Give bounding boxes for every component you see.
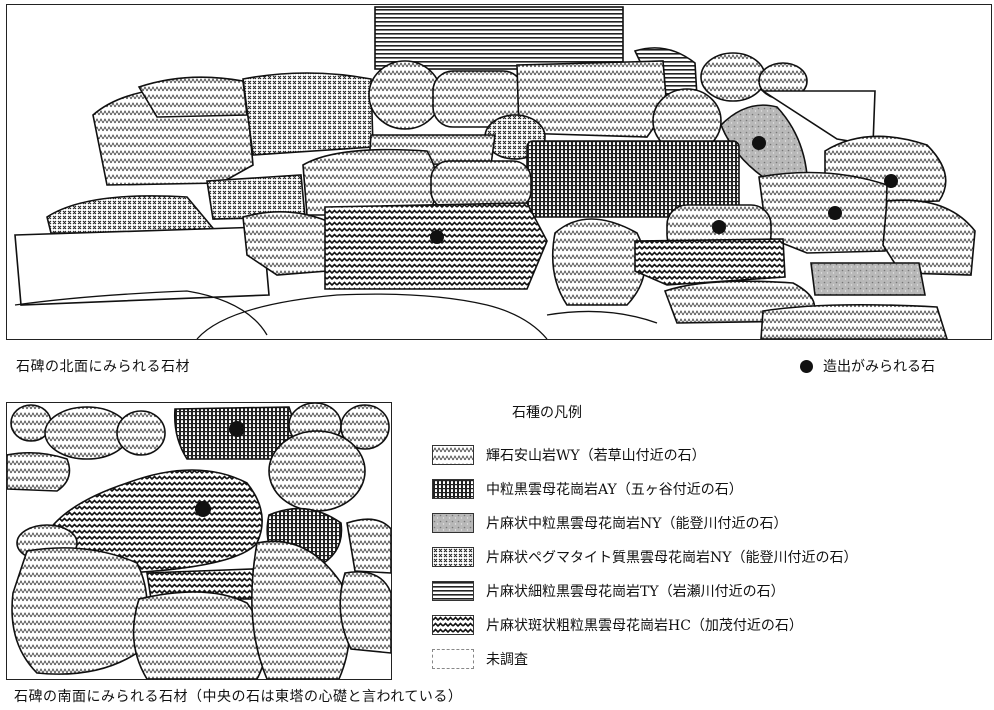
- carved-stone-label: 造出がみられる石: [823, 359, 935, 375]
- legend-label: 片麻状中粒黒雲母花崗岩NY（能登川付近の石）: [486, 516, 788, 532]
- pegmatite-swatch: [432, 547, 474, 567]
- legend-label: 中粒黒雲母花崗岩AY（五ヶ谷付近の石）: [486, 482, 743, 498]
- granite-ay-swatch: [432, 479, 474, 499]
- carved-marker: [229, 421, 245, 437]
- granite-hc-swatch: [432, 615, 474, 635]
- legend-label: 輝石安山岩WY（若草山付近の石）: [486, 448, 706, 464]
- north-face-caption: 石碑の北面にみられる石材: [16, 359, 190, 375]
- stone: [633, 47, 698, 98]
- carved-marker-icon: [800, 359, 813, 373]
- granite-ty-swatch: [432, 581, 474, 601]
- stone: [700, 52, 766, 102]
- legend-item-gneissic-medium-ny: 片麻状中粒黒雲母花崗岩NY（能登川付近の石）: [432, 506, 858, 540]
- andesite-swatch: [432, 445, 474, 465]
- stone: [116, 410, 166, 456]
- granite-ny-swatch: [432, 513, 474, 533]
- stone: [339, 571, 391, 654]
- legend-label: 片麻状斑状粗粒黒雲母花崗岩HC（加茂付近の石）: [486, 618, 803, 634]
- legend-label: 未調査: [486, 652, 528, 668]
- stone: [882, 199, 976, 276]
- stone: [14, 226, 270, 306]
- carved-marker: [828, 206, 842, 220]
- stone: [760, 303, 948, 339]
- unsurveyed-swatch: [432, 649, 474, 669]
- legend-title: 石種の凡例: [512, 405, 582, 421]
- rock-type-legend: 輝石安山岩WY（若草山付近の石） 中粒黒雲母花崗岩AY（五ヶ谷付近の石） 片麻状…: [432, 438, 858, 676]
- stone: [430, 160, 532, 210]
- stone: [132, 591, 266, 679]
- legend-label: 片麻状細粒黒雲母花崗岩TY（岩瀬川付近の石）: [486, 584, 785, 600]
- stone: [242, 72, 374, 156]
- legend-label: 片麻状ペグマタイト質黒雲母花崗岩NY（能登川付近の石）: [486, 550, 858, 566]
- carved-marker: [195, 501, 211, 517]
- stone: [137, 76, 248, 118]
- stone: [374, 6, 624, 70]
- north-face-diagram: [6, 4, 992, 340]
- stone: [634, 238, 786, 286]
- carved-stone-legend: 造出がみられる石: [800, 356, 935, 376]
- stone: [46, 195, 219, 234]
- stone: [251, 540, 351, 679]
- stone: [810, 262, 926, 296]
- stone: [268, 430, 366, 512]
- legend-item-medium-granite-ay: 中粒黒雲母花崗岩AY（五ヶ谷付近の石）: [432, 472, 858, 506]
- south-face-caption: 石碑の南面にみられる石材（中央の石は東塔の心礎と言われている）: [14, 689, 463, 705]
- carved-marker: [712, 220, 726, 234]
- stone: [7, 451, 71, 492]
- stone: [242, 211, 328, 276]
- legend-item-unsurveyed: 未調査: [432, 642, 858, 676]
- legend-item-andesite: 輝石安山岩WY（若草山付近の石）: [432, 438, 858, 472]
- carved-marker: [752, 136, 766, 150]
- stone: [340, 404, 390, 450]
- carved-marker: [430, 230, 444, 244]
- stone: [346, 518, 391, 574]
- stone: [11, 547, 148, 675]
- legend-item-fine-granite-ty: 片麻状細粒黒雲母花崗岩TY（岩瀬川付近の石）: [432, 574, 858, 608]
- stone: [368, 60, 442, 130]
- stone: [758, 171, 888, 254]
- carved-marker: [884, 174, 898, 188]
- south-face-diagram: [6, 402, 392, 680]
- stone: [324, 202, 548, 290]
- stone: [551, 218, 646, 306]
- legend-item-porphyritic-hc: 片麻状斑状粗粒黒雲母花崗岩HC（加茂付近の石）: [432, 608, 858, 642]
- legend-item-pegmatite-ny: 片麻状ペグマタイト質黒雲母花崗岩NY（能登川付近の石）: [432, 540, 858, 574]
